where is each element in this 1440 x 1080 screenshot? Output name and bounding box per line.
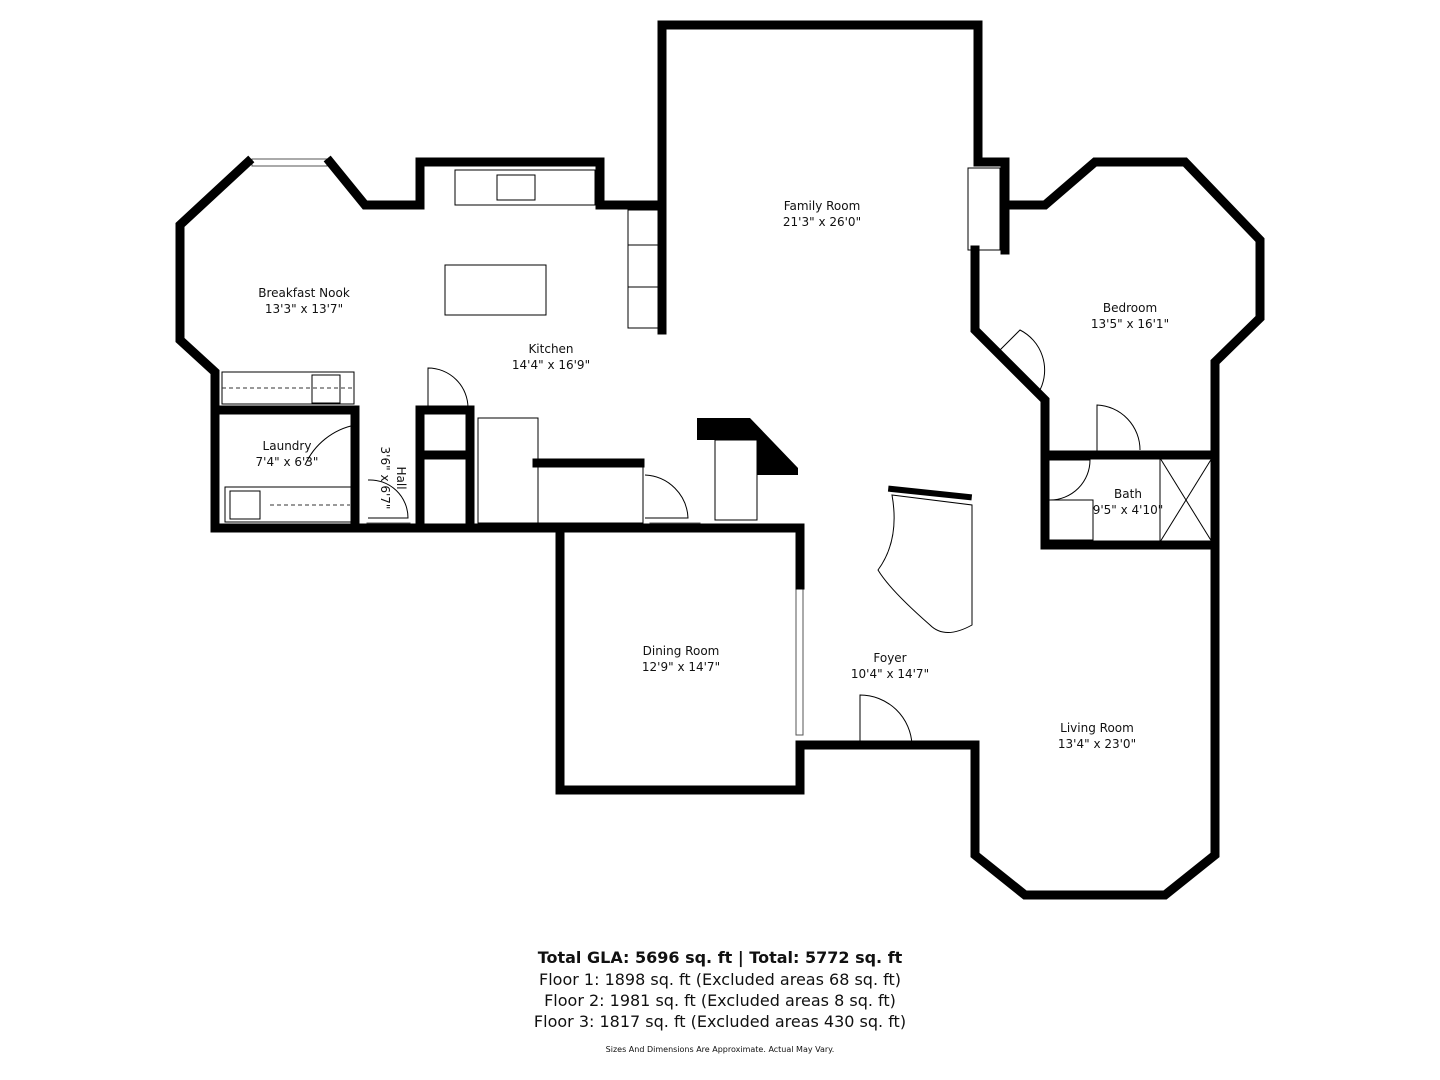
fixtures — [221, 167, 1213, 746]
floor-2-area: Floor 2: 1981 sq. ft (Excluded areas 8 s… — [544, 991, 896, 1010]
walls — [175, 20, 1265, 900]
laundry-sink — [311, 374, 341, 404]
room-nook-name: Breakfast Nook — [258, 286, 350, 300]
room-laundry-size: 7'4" x 6'3" — [256, 455, 319, 469]
room-living-size: 13'4" x 23'0" — [1058, 737, 1136, 751]
floor-1-area: Floor 1: 1898 sq. ft (Excluded areas 68 … — [539, 970, 901, 989]
room-foyer-size: 10'4" x 14'7" — [851, 667, 929, 681]
room-bedroom-name: Bedroom — [1103, 301, 1157, 315]
room-dining-size: 12'9" x 14'7" — [642, 660, 720, 674]
room-laundry-name: Laundry — [263, 439, 312, 453]
stove — [627, 244, 663, 288]
room-family-size: 21'3" x 26'0" — [783, 215, 861, 229]
disclaimer: Sizes And Dimensions Are Approximate. Ac… — [605, 1045, 835, 1054]
bath-sink — [1047, 499, 1094, 541]
room-kitchen-name: Kitchen — [528, 342, 573, 356]
room-living-name: Living Room — [1060, 721, 1134, 735]
windows — [176, 21, 1265, 899]
room-kitchen-size: 14'4" x 16'9" — [512, 358, 590, 372]
kitchen-island — [444, 264, 547, 316]
room-labels: Family Room 21'3" x 26'0" Breakfast Nook… — [256, 199, 1170, 751]
shower — [1159, 457, 1213, 543]
room-bedroom-size: 13'5" x 16'1" — [1091, 317, 1169, 331]
total-area: Total GLA: 5696 sq. ft | Total: 5772 sq.… — [537, 948, 903, 967]
room-hall-size: 3'6" x 6'7" — [378, 447, 392, 510]
stairs-lower — [477, 417, 539, 524]
room-nook-size: 13'3" x 13'7" — [265, 302, 343, 316]
chimney — [697, 418, 798, 475]
washer — [229, 490, 261, 520]
kitchen-counter — [627, 209, 663, 329]
sink-counter — [454, 169, 596, 206]
front-door — [859, 694, 913, 746]
fireplace — [967, 167, 1001, 251]
kitchen-sink — [496, 174, 536, 201]
room-family-name: Family Room — [784, 199, 861, 213]
curved-stairs — [877, 494, 973, 633]
floor-3-area: Floor 3: 1817 sq. ft (Excluded areas 430… — [533, 1012, 907, 1031]
room-foyer-name: Foyer — [873, 651, 906, 665]
room-dining-name: Dining Room — [643, 644, 720, 658]
room-bath-size: 9'5" x 4'10" — [1093, 503, 1164, 517]
room-bath-name: Bath — [1114, 487, 1142, 501]
room-hall-name: Hall — [394, 466, 408, 489]
